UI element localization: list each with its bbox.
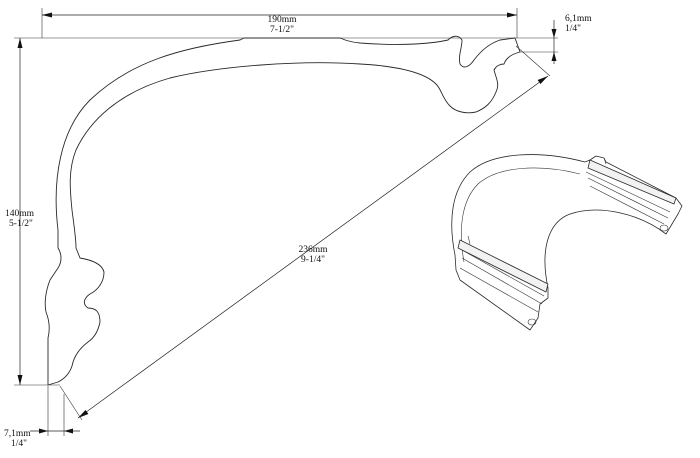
height-dimension: 140mm 5-1/2" [5,38,60,386]
height-imperial-label: 5-1/2" [9,219,33,229]
width-metric-label: 190mm [267,15,297,25]
top-offset-imperial-label: 1/4" [565,24,581,34]
width-dimension: 190mm 7-1/2" [41,8,518,38]
top-offset-dimension: 6,1mm 1/4" [14,14,592,64]
diagonal-metric-label: 236mm [298,245,328,255]
profile-cross-section [44,35,521,386]
bottom-offset-dimension: 7,1mm 1/4" [4,386,80,449]
bottom-offset-imperial-label: 1/4" [11,439,27,449]
top-offset-metric-label: 6,1mm [565,14,592,24]
width-imperial-label: 7-1/2" [270,25,294,35]
bottom-offset-metric-label: 7,1mm [4,429,31,439]
perspective-view [451,154,683,331]
diagonal-dimension: 236mm 9-1/4" [59,45,551,421]
height-metric-label: 140mm [5,209,35,219]
diagonal-imperial-label: 9-1/4" [301,255,325,265]
